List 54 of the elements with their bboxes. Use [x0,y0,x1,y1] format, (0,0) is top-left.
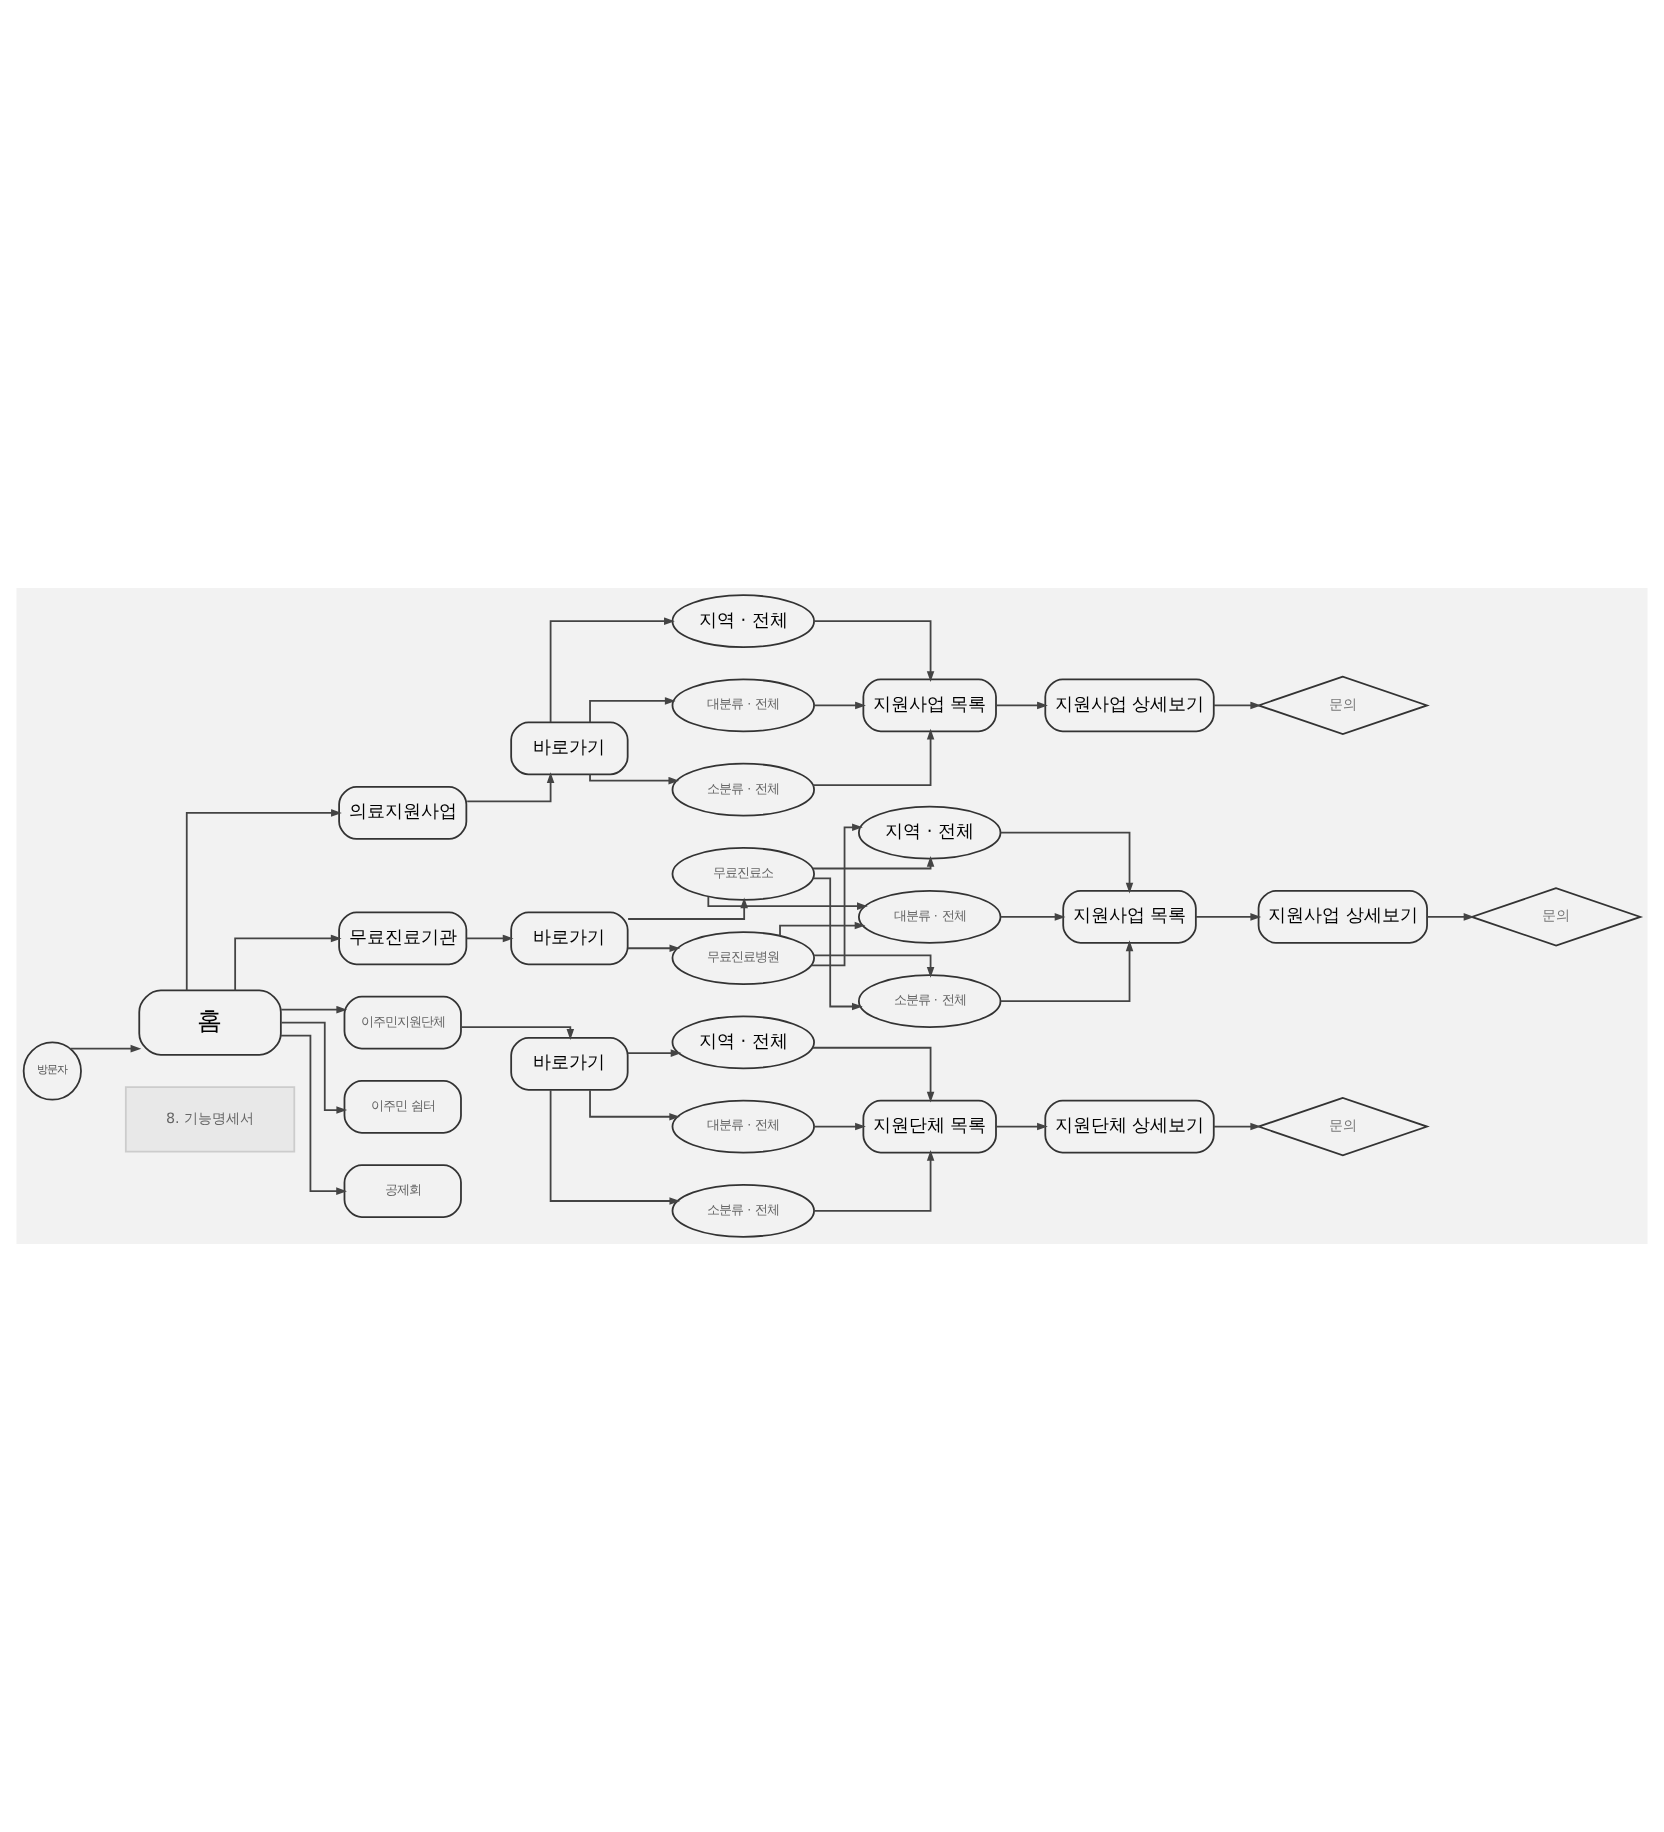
arrow [812,1046,935,1103]
arrow [1194,913,1262,921]
node-box: 지원사업 목록 [862,678,997,733]
arrow [185,809,342,992]
arrow [999,940,1134,1003]
node-diamond: 문의 [1469,887,1644,947]
arrow [626,1049,682,1057]
node-ellipse: 지역 · 전체 [671,594,815,649]
arrow [589,697,676,723]
arrow [812,877,863,1011]
arrow [549,617,675,723]
arrow [1212,701,1262,710]
arrow [589,773,680,785]
node-box: 바로가기 [510,721,629,776]
node-box: 지원사업 상세보기 [1044,678,1215,733]
node-box: 지원사업 목록 [1062,890,1197,944]
arrow [279,1034,347,1195]
arrow [813,701,866,710]
arrow [460,1026,575,1040]
arrow [280,1021,348,1114]
arrow [779,921,866,937]
node-box: 지원사업 상세보기 [1257,890,1428,944]
arrow [589,1089,681,1121]
arrow [813,1122,866,1131]
arrow [1212,1122,1262,1131]
arrow [999,913,1066,921]
arrow [234,934,342,992]
arrow [995,701,1048,710]
node-diamond: 문의 [1255,675,1430,736]
node-box: 8. 기능명세서 [124,1086,296,1153]
arrow [812,728,935,787]
arrow [813,620,935,682]
arrow [810,823,863,967]
arrow [280,1005,348,1014]
arrow [466,772,555,803]
node-box: 무료진료기관 [338,911,468,966]
arrow [1426,913,1475,921]
node-box: 지원단체 목록 [862,1099,997,1154]
arrow [69,1044,142,1053]
arrow [813,954,935,978]
node-box: 바로가기 [510,911,629,966]
node-diamond: 문의 [1255,1096,1430,1157]
node-box: 지원단체 상세보기 [1044,1099,1215,1154]
arrow [999,831,1134,894]
node-box: 홈 [138,989,282,1056]
arrow [549,1089,681,1205]
node-ellipse: 지역 · 전체 [858,805,1002,860]
arrow [626,944,681,953]
arrow [812,856,935,870]
node-box: 의료지원사업 [338,786,468,840]
arrow [813,1150,935,1212]
arrow [465,934,514,943]
node-box: 바로가기 [510,1037,629,1091]
arrow [995,1122,1048,1131]
